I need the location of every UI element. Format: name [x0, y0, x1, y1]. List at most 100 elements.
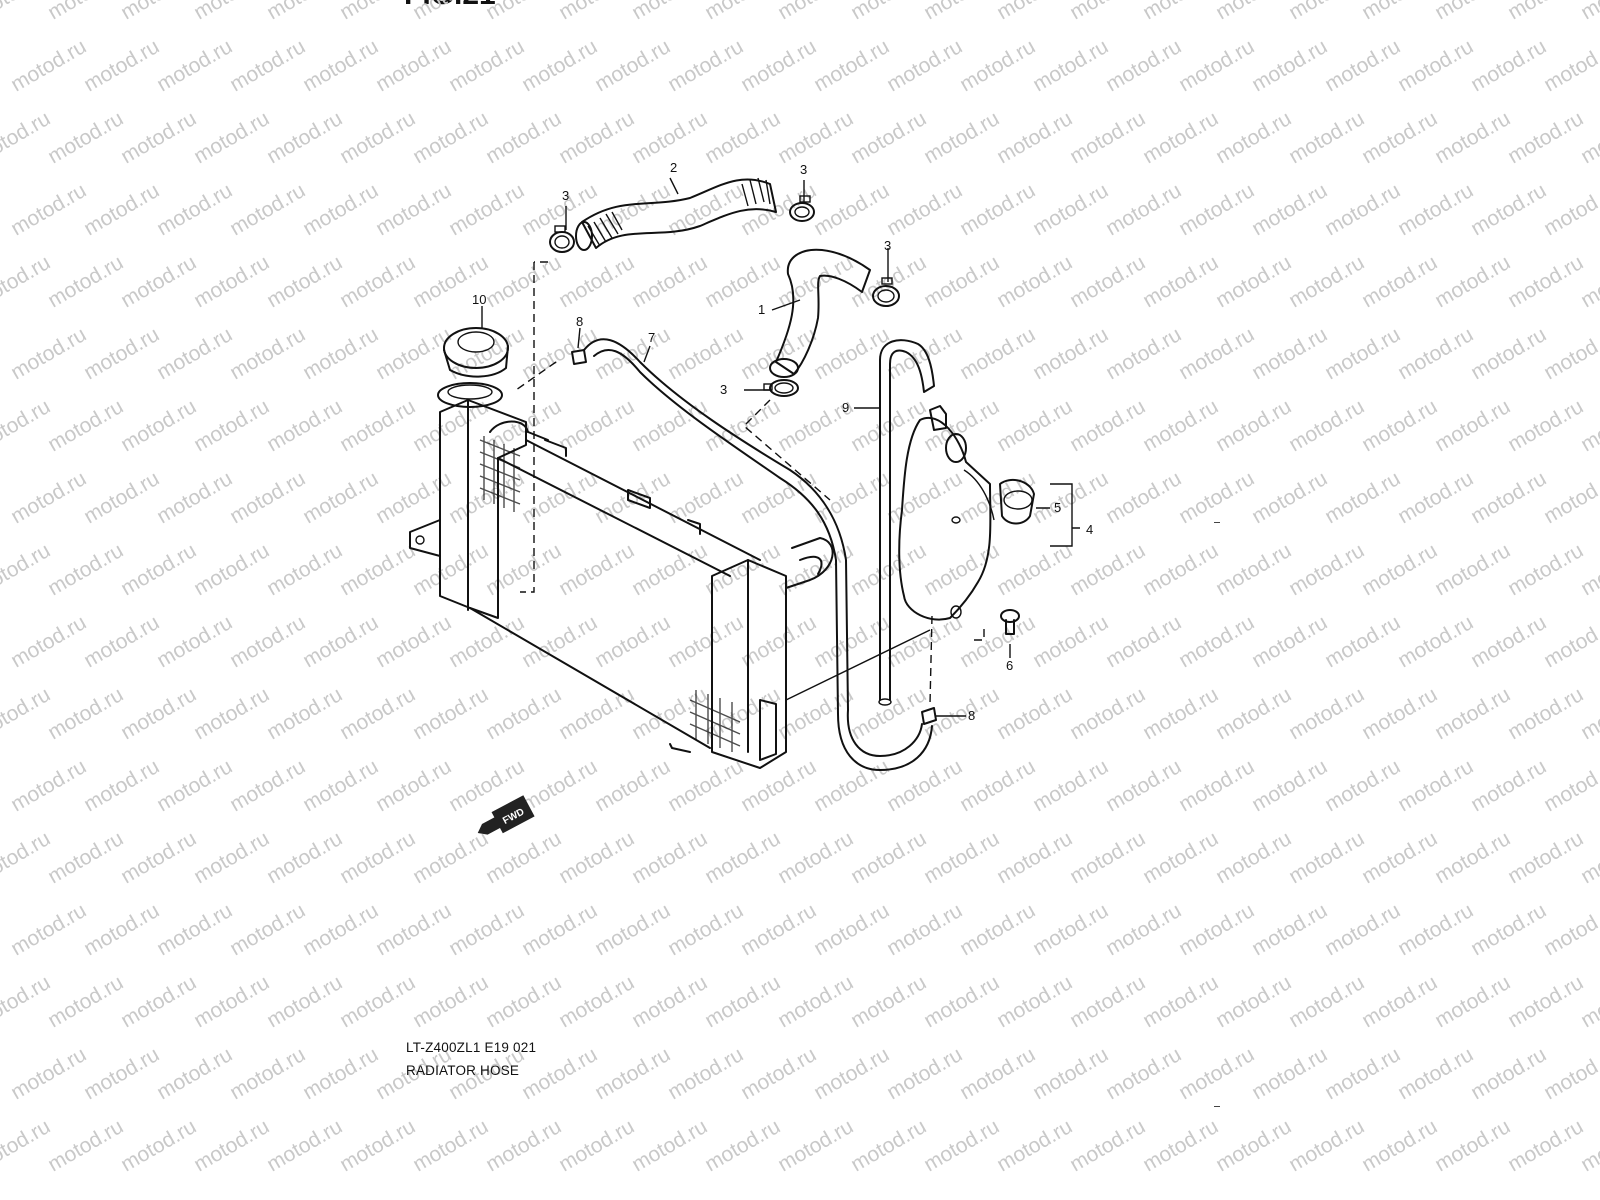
watermark-text: motod.ru: [1248, 35, 1331, 96]
watermark-text: motod.ru: [7, 611, 90, 672]
watermark-text: motod.ru: [409, 827, 492, 888]
watermark-text: motod.ru: [1102, 611, 1185, 672]
watermark-text: motod.ru: [1431, 539, 1514, 600]
watermark-text: motod.ru: [1139, 107, 1222, 168]
watermark-text: motod.ru: [0, 683, 54, 744]
callout-1: 1: [758, 302, 765, 317]
watermark-text: motod.ru: [80, 467, 163, 528]
watermark-text: motod.ru: [226, 611, 309, 672]
watermark-text: motod.ru: [1029, 755, 1112, 816]
watermark-text: motod.ru: [555, 0, 638, 24]
watermark-text: motod.ru: [1540, 35, 1600, 96]
watermark-text: motod.ru: [1029, 467, 1112, 528]
watermark-text: motod.ru: [664, 467, 747, 528]
watermark-text: motod.ru: [1394, 899, 1477, 960]
watermark-text: motod.ru: [1540, 1043, 1600, 1104]
watermark-text: motod.ru: [737, 35, 820, 96]
watermark-text: motod.ru: [1066, 395, 1149, 456]
watermark-text: motod.ru: [1248, 611, 1331, 672]
watermark-text: motod.ru: [1358, 683, 1441, 744]
watermark-text: motod.ru: [1504, 395, 1587, 456]
watermark-text: motod.ru: [263, 683, 346, 744]
watermark-text: motod.ru: [1358, 1115, 1441, 1176]
watermark-text: motod.ru: [44, 683, 127, 744]
watermark-text: motod.ru: [482, 539, 565, 600]
watermark-text: motod.ru: [555, 395, 638, 456]
watermark-text: motod.ru: [920, 827, 1003, 888]
watermark-text: motod.ru: [482, 971, 565, 1032]
watermark-text: motod.ru: [555, 107, 638, 168]
watermark-text: motod.ru: [117, 971, 200, 1032]
watermark-text: motod.ru: [1504, 683, 1587, 744]
watermark-text: motod.ru: [1285, 1115, 1368, 1176]
watermark-text: motod.ru: [1431, 683, 1514, 744]
watermark-text: motod.ru: [1175, 899, 1258, 960]
watermark-text: motod.ru: [226, 755, 309, 816]
watermark-text: motod.ru: [1467, 179, 1550, 240]
watermark-text: motod.ru: [482, 251, 565, 312]
watermark-text: motod.ru: [1285, 539, 1368, 600]
watermark-text: motod.ru: [1139, 1115, 1222, 1176]
watermark-text: motod.ru: [1066, 539, 1149, 600]
watermark-text: motod.ru: [190, 539, 273, 600]
watermark-text: motod.ru: [993, 0, 1076, 24]
watermark-text: motod.ru: [993, 395, 1076, 456]
watermark-text: motod.ru: [0, 251, 54, 312]
watermark-text: motod.ru: [518, 611, 601, 672]
watermark-text: motod.ru: [299, 35, 382, 96]
callout-9: 9: [842, 400, 849, 415]
watermark-text: motod.ru: [1248, 467, 1331, 528]
watermark-text: motod.ru: [117, 107, 200, 168]
watermark-text: motod.ru: [1285, 971, 1368, 1032]
watermark-text: motod.ru: [1540, 467, 1600, 528]
watermark-text: motod.ru: [847, 827, 930, 888]
watermark-text: motod.ru: [1175, 755, 1258, 816]
watermark-text: motod.ru: [299, 179, 382, 240]
watermark-text: motod.ru: [263, 827, 346, 888]
watermark-text: motod.ru: [1139, 395, 1222, 456]
watermark-text: motod.ru: [263, 971, 346, 1032]
watermark-text: motod.ru: [847, 539, 930, 600]
watermark-text: motod.ru: [80, 1043, 163, 1104]
watermark-text: motod.ru: [336, 251, 419, 312]
watermark-text: motod.ru: [628, 0, 711, 24]
watermark-text: motod.ru: [993, 539, 1076, 600]
watermark-text: motod.ru: [372, 323, 455, 384]
watermark-text: motod.ru: [1358, 827, 1441, 888]
watermark-text: motod.ru: [336, 827, 419, 888]
watermark-text: motod.ru: [1212, 251, 1295, 312]
watermark-text: motod.ru: [883, 755, 966, 816]
watermark-text: motod.ru: [1248, 899, 1331, 960]
figure-model-code: LT-Z400ZL1 E19 021: [406, 1040, 537, 1055]
watermark-text: motod.ru: [920, 0, 1003, 24]
watermark-text: motod.ru: [7, 755, 90, 816]
watermark-text: motod.ru: [1394, 467, 1477, 528]
watermark-text: motod.ru: [44, 971, 127, 1032]
watermark-text: motod.ru: [664, 1043, 747, 1104]
watermark-text: motod.ru: [774, 107, 857, 168]
watermark-text: motod.ru: [1029, 323, 1112, 384]
watermark-text: motod.ru: [117, 683, 200, 744]
watermark-text: motod.ru: [1394, 1043, 1477, 1104]
watermark-text: motod.ru: [920, 971, 1003, 1032]
callout-7: 7: [648, 330, 655, 345]
watermark-text: motod.ru: [628, 683, 711, 744]
watermark-text: motod.ru: [44, 251, 127, 312]
watermark-text: motod.ru: [1029, 1043, 1112, 1104]
watermark-text: motod.ru: [1212, 0, 1295, 24]
watermark-text: motod.ru: [299, 1043, 382, 1104]
watermark-text: motod.ru: [44, 827, 127, 888]
watermark-text: motod.ru: [153, 611, 236, 672]
watermark-text: motod.ru: [7, 1043, 90, 1104]
watermark-text: motod.ru: [1504, 1115, 1587, 1176]
watermark-text: motod.ru: [1029, 611, 1112, 672]
watermark-text: motod.ru: [1175, 35, 1258, 96]
watermark-text: motod.ru: [409, 539, 492, 600]
watermark-text: motod.ru: [1066, 971, 1149, 1032]
watermark-text: motod.ru: [1358, 251, 1441, 312]
watermark-text: motod.ru: [956, 899, 1039, 960]
watermark-text: motod.ru: [628, 971, 711, 1032]
watermark-text: motod.ru: [190, 827, 273, 888]
figure-name: RADIATOR HOSE: [406, 1063, 520, 1078]
